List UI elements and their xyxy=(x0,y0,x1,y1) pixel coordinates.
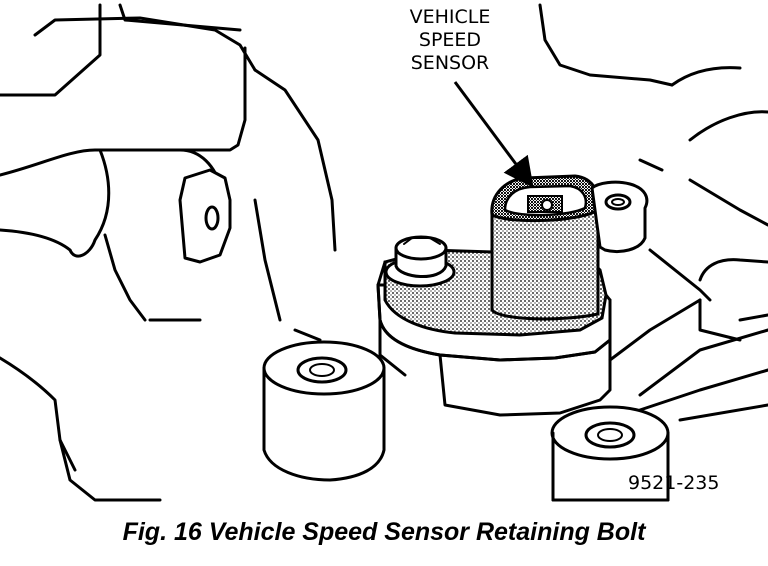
transmission-housing xyxy=(0,3,768,502)
left-boss xyxy=(262,340,386,482)
callout-line-1: VEHICLE xyxy=(409,6,491,28)
callout-label: VEHICLE SPEED SENSOR xyxy=(395,6,505,75)
retaining-bolt xyxy=(384,235,456,288)
callout-line-3: SENSOR xyxy=(410,52,490,74)
speed-sensor xyxy=(490,174,600,321)
figure-number: 9521-235 xyxy=(628,472,720,494)
right-boss xyxy=(550,405,670,502)
callout-line-2: SPEED xyxy=(418,29,482,51)
callout-arrow xyxy=(453,81,534,188)
rear-boss xyxy=(590,180,649,253)
figure-caption: Fig. 16 Vehicle Speed Sensor Retaining B… xyxy=(122,518,646,546)
